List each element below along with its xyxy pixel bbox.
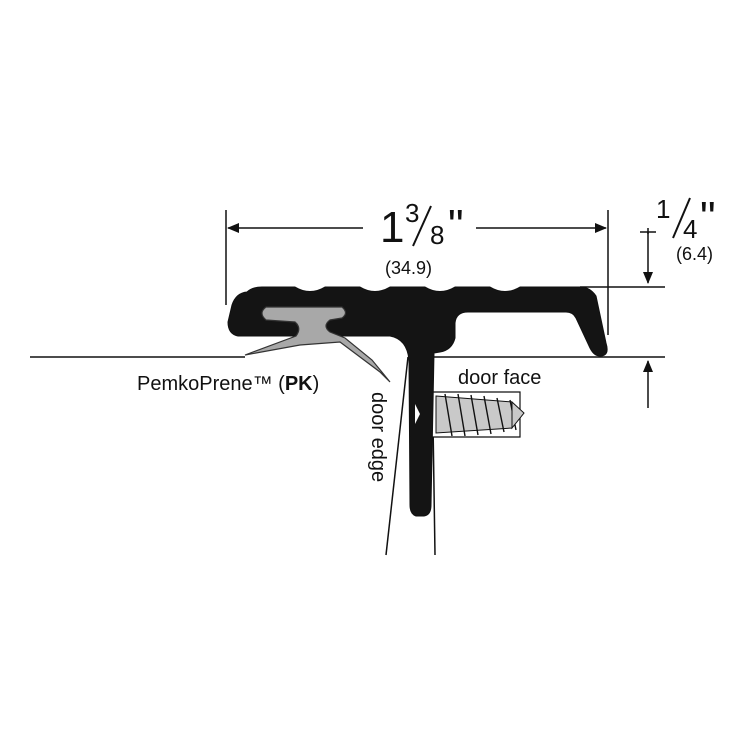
width-numerator: 3 [405, 198, 419, 228]
height-fraction-slash [672, 197, 691, 239]
height-inch-mark: " [700, 193, 716, 242]
screw-icon [427, 391, 525, 438]
gasket-name: PemkoPrene™ ( [137, 373, 285, 395]
threshold-profile [227, 286, 608, 517]
door-face-label: door face [458, 367, 541, 389]
height-denominator: 4 [683, 214, 697, 244]
gasket-close: ) [313, 373, 320, 395]
width-whole: 1 [380, 203, 404, 252]
gasket-code: PK [285, 373, 313, 395]
gasket-pk [244, 306, 391, 383]
width-inch-mark: " [448, 201, 464, 250]
width-fraction-slash [412, 205, 432, 247]
door-edge-left-wall [385, 356, 409, 556]
height-metric: (6.4) [676, 244, 713, 264]
width-denominator: 8 [430, 220, 444, 250]
door-edge-label: door edge [367, 392, 389, 482]
gasket-label: PemkoPrene™ (PK) [137, 373, 319, 395]
height-numerator: 1 [656, 194, 670, 224]
width-metric: (34.9) [385, 258, 432, 278]
